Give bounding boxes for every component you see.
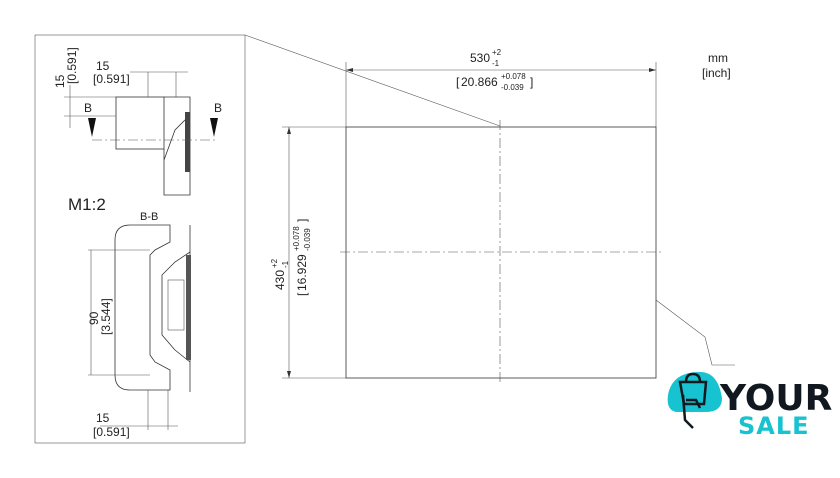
units-mm: mm <box>708 51 728 65</box>
height-dim-inch-tol-lower: -0.039 <box>303 228 312 251</box>
hand-pointer-icon <box>681 394 702 429</box>
logo-text-your: YOUR <box>719 378 832 419</box>
top-horizontal-dim-mm: 15 <box>96 59 110 73</box>
width-dim-tol-lower: -1 <box>492 59 500 68</box>
height-dim-inch-group: [ 16.929 +0.078 -0.039 ] <box>292 219 312 296</box>
top-detail-view <box>64 71 218 196</box>
height-dim-tol-upper: +2 <box>270 258 279 268</box>
bottom-horizontal-dim-mm: 15 <box>96 411 110 425</box>
width-dim: 530 +2 -1 [ 20.866 +0.078 -0.039 ] <box>456 48 533 92</box>
edge-leader-line <box>655 299 735 366</box>
height-dim-inch-close-bracket: ] <box>295 219 309 222</box>
section-bb-view <box>88 224 191 430</box>
height-dim-tol-lower: -1 <box>281 260 290 268</box>
top-horizontal-dim-inch: [0.591] <box>93 72 130 86</box>
section-arrow-left <box>88 118 96 137</box>
height-dim-inch: 16.929 <box>295 254 309 291</box>
scale-label: M1:2 <box>68 195 106 214</box>
bottom-horizontal-dim-inch: [0.591] <box>93 425 130 439</box>
height-dim-mm-group: 430 +2 -1 <box>270 258 290 290</box>
section-arrow-right <box>210 118 218 137</box>
logo-text-sale: SALE <box>738 412 810 440</box>
top-vertical-dim-inch: [0.591] <box>65 47 79 84</box>
main-outline <box>282 62 735 385</box>
width-dim-inch-close-bracket: ] <box>530 75 533 89</box>
section-label: B-B <box>140 211 158 223</box>
width-dim-inch-open-bracket: [ <box>456 75 460 89</box>
section-marker-right: B <box>214 101 222 115</box>
detail-leader-line <box>244 34 501 127</box>
width-dim-mm: 530 <box>470 51 490 65</box>
height-dim-mm: 430 <box>273 270 287 290</box>
handle-height-dim-mm: 90 <box>87 311 101 325</box>
top-vertical-dim-mm: 15 <box>53 74 67 88</box>
detail-panel: 15 [0.591] 15 [0.591] B B M1:2 B-B 90 [3… <box>34 34 246 444</box>
width-dim-inch-tol-lower: -0.039 <box>501 83 524 92</box>
width-dim-tol-upper: +2 <box>492 48 502 57</box>
your-sale-logo: YOUR SALE <box>667 372 832 440</box>
width-dim-inch: 20.866 <box>461 75 498 89</box>
logo-blob <box>667 372 722 412</box>
width-dim-inch-tol-upper: +0.078 <box>501 72 526 81</box>
height-dim-inch-open-bracket: [ <box>295 292 309 296</box>
units-inch: [inch] <box>702 66 731 80</box>
section-marker-left: B <box>84 101 92 115</box>
handle-height-dim-inch: [3.544] <box>99 298 113 335</box>
height-dim-inch-tol-upper: +0.078 <box>292 226 301 251</box>
